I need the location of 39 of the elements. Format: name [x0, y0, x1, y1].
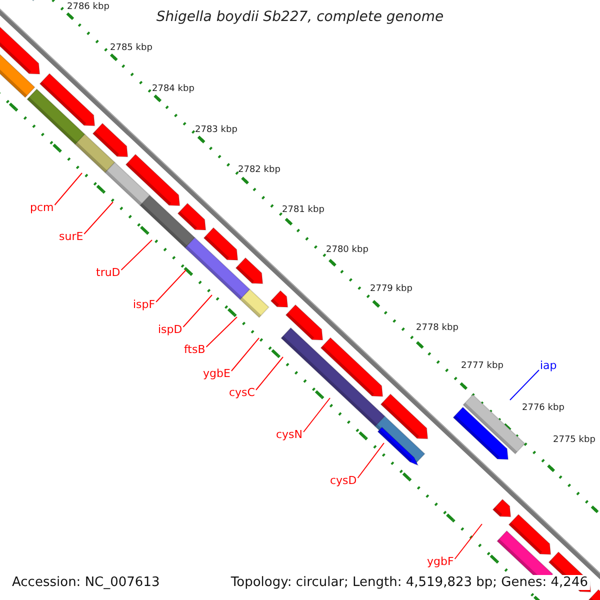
leader-line: [454, 524, 482, 560]
gene-label: truD: [96, 267, 120, 278]
gene-label: iap: [540, 360, 557, 371]
scale-label: 2777 kbp: [461, 362, 504, 371]
leader-line: [120, 240, 152, 270]
scale-label: 2784 kbp: [152, 85, 194, 94]
scale-label: 2782 kbp: [238, 166, 280, 175]
gene-label: surE: [59, 231, 84, 242]
scale-label: 2781 kbp: [282, 206, 324, 215]
gene-label: ftsB: [184, 344, 206, 355]
leader-line: [303, 398, 330, 432]
leader-line: [156, 270, 186, 302]
gene-label: ygbE: [203, 368, 230, 379]
leader-line: [84, 202, 114, 234]
leader-line: [54, 172, 82, 206]
leader-line: [182, 294, 212, 328]
gene-label: ygbF: [427, 556, 454, 567]
scale-label: 2780 kbp: [326, 246, 368, 255]
gene-label: ispD: [158, 324, 182, 335]
leader-line: [206, 316, 238, 348]
scale-label: 2778 kbp: [416, 324, 458, 333]
gene-label: cysN: [276, 429, 303, 440]
genome-info-text: Topology: circular; Length: 4,519,823 bp; Genes: 4,246: [228, 575, 590, 590]
scale-label: 2779 kbp: [370, 285, 412, 294]
leader-line: [510, 370, 540, 400]
scale-label: 2775 kbp: [553, 436, 596, 445]
leader-line: [357, 442, 384, 478]
title: Shigella boydii Sb227, complete genome: [155, 10, 445, 24]
leader-line: [230, 338, 260, 372]
gene-label: cysD: [330, 475, 357, 486]
scale-label: 2783 kbp: [195, 126, 238, 135]
scale-label: 2786 kbp: [67, 3, 110, 12]
gene-label: pcm: [30, 202, 54, 213]
leader-line: [255, 356, 284, 390]
accession-text: Accession: NC_007613: [10, 575, 162, 590]
gene-label: cysC: [229, 387, 255, 398]
scale-label: 2776 kbp: [522, 404, 564, 413]
scale-label: 2785 kbp: [110, 44, 152, 53]
gene-label: ispF: [133, 299, 156, 310]
